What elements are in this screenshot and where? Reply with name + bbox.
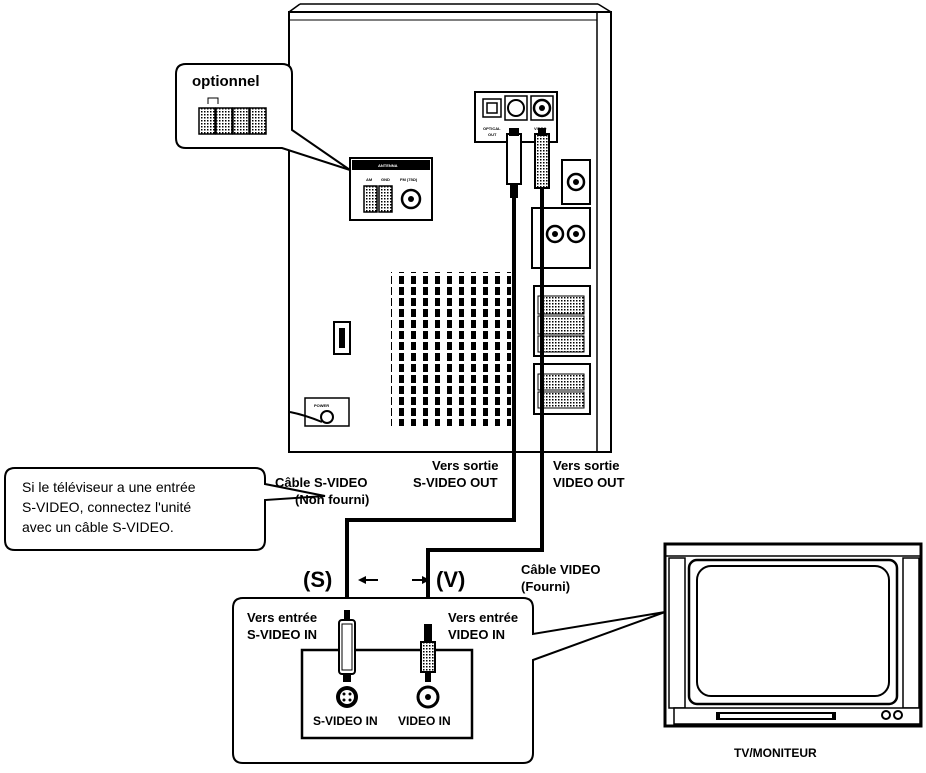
tv-video-in-label: VIDEO IN <box>398 714 451 728</box>
video-out-label-2: VIDEO OUT <box>553 475 625 490</box>
tv-monitor-icon <box>663 542 923 728</box>
note-line-1: Si le téléviseur a une entrée <box>22 479 196 495</box>
optical-out-jack-icon <box>486 102 498 114</box>
tv-jack-panel <box>300 648 474 740</box>
video-cable-label-2: (Fourni) <box>521 579 570 594</box>
svideo-in-jack-icon <box>336 686 358 708</box>
svideo-out-label-1: Vers sortie <box>432 458 499 473</box>
note-line-3: avec un câble S-VIDEO. <box>22 519 174 535</box>
svideo-cable <box>345 128 522 612</box>
option-v-arrow-icon <box>412 576 430 584</box>
option-s-label: (S) <box>303 567 332 592</box>
power-label: POWER <box>314 403 329 408</box>
video-plug <box>420 624 436 682</box>
power-cord-inlet: POWER <box>289 397 350 427</box>
video-in-label-1: Vers entrée <box>448 610 518 625</box>
video-in-label-2: VIDEO IN <box>448 627 505 642</box>
video-cable-label-1: Câble VIDEO <box>521 562 600 577</box>
svideo-out-label-2: S-VIDEO OUT <box>413 475 498 490</box>
optional-callout: optionnel <box>175 63 351 171</box>
svideo-cable-label-2: (Non fourni) <box>295 492 369 507</box>
svideo-in-label-2: S-VIDEO IN <box>247 627 317 642</box>
svideo-cable-label-1: Câble S-VIDEO <box>275 475 367 490</box>
video-in-jack-icon <box>416 685 440 709</box>
ventilation-grille <box>391 272 511 426</box>
tv-label: TV/MONITEUR <box>734 746 817 760</box>
optional-label: optionnel <box>192 73 260 90</box>
svideo-plug <box>338 610 356 682</box>
option-s-arrow-icon <box>358 576 378 584</box>
antenna-title: ANTENNA <box>378 163 398 168</box>
optical-out-label-2: OUT <box>488 132 497 137</box>
antenna-fm-label: FM (75Ω) <box>400 177 418 182</box>
svideo-out-jack-icon <box>507 99 525 117</box>
optical-out-label-1: OPTICAL <box>483 126 501 131</box>
antenna-am-label: AM <box>366 177 373 182</box>
video-out-label-1: Vers sortie <box>553 458 620 473</box>
video-cable <box>426 128 550 626</box>
tv-svideo-in-label: S-VIDEO IN <box>313 714 378 728</box>
note-line-2: S-VIDEO, connectez l'unité <box>22 499 191 515</box>
svideo-note-callout: Si le téléviseur a une entrée S-VIDEO, c… <box>4 467 326 551</box>
svideo-in-label-1: Vers entrée <box>247 610 317 625</box>
option-v-label: (V) <box>436 567 465 592</box>
antenna-panel: ANTENNA AM GND FM (75Ω) <box>349 157 433 221</box>
antenna-gnd-label: GND <box>381 177 390 182</box>
